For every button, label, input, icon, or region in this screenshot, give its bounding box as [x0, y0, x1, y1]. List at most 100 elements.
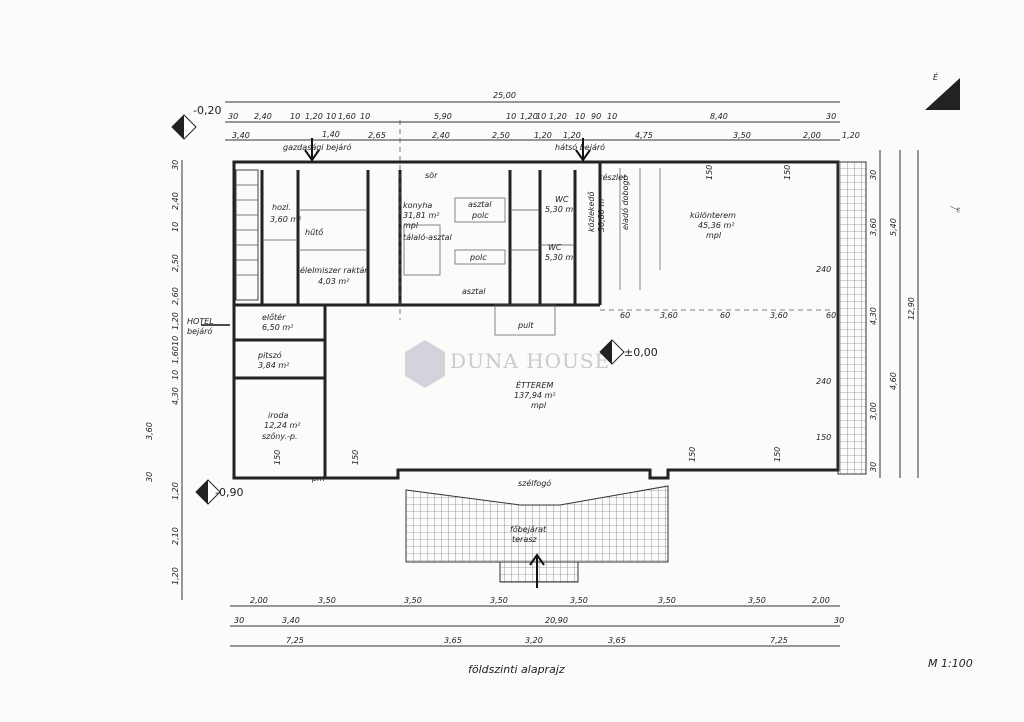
- dim-top1-6: 10: [360, 112, 370, 121]
- signature-mark: ᛦ: [948, 205, 962, 214]
- north-label: É: [933, 71, 939, 82]
- room-konyha-sub: mpl: [403, 221, 419, 230]
- dim-left-4: 2,60: [171, 287, 180, 305]
- dim-top1-8: 10: [506, 112, 516, 121]
- dim-left-13: 2,10: [171, 527, 180, 545]
- room-kulonterem-name: különterem: [690, 211, 736, 220]
- label-sor: sör: [425, 171, 438, 180]
- room-etterem-name: ÉTTEREM: [516, 379, 553, 390]
- room-hutes-name: hűtő: [305, 228, 323, 237]
- watermark: DUNA HOUSE: [405, 340, 610, 388]
- dim-left-2: 10: [171, 222, 180, 232]
- dim-bot2-2: 20,90: [545, 616, 568, 625]
- dim-left-14: 1,20: [171, 567, 180, 585]
- dim-top2-2: 2,65: [368, 131, 386, 140]
- east-terrace: [837, 161, 867, 475]
- dim-top1-11: 1,20: [549, 112, 567, 121]
- room-kulonterem-sub: mpl: [706, 231, 722, 240]
- room-kozlekedo: közlekedő: [587, 191, 596, 232]
- bottom-dimensions: 2,00 3,50 3,50 3,50 3,50 3,50 3,50 2,00 …: [230, 596, 844, 647]
- dim-inner-60-a: 60: [620, 311, 630, 320]
- label-szelfogo: szélfogó: [518, 478, 551, 488]
- dim-bot1-5: 3,50: [658, 596, 676, 605]
- dim-left-10: 3,60: [145, 422, 154, 440]
- dim-top1-1: 2,40: [254, 112, 272, 121]
- label-terasz: terasz: [512, 535, 537, 544]
- dim-bot2-1: 3,40: [282, 616, 300, 625]
- dim-inner-360-b: 3,60: [770, 311, 788, 320]
- building-walls: [232, 120, 840, 480]
- serving-table: [403, 224, 441, 276]
- dim-top1-4: 10: [326, 112, 336, 121]
- level-marker-top: -0,20: [171, 104, 221, 140]
- dim-bot1-3: 3,50: [490, 596, 508, 605]
- dim-top1-14: 10: [607, 112, 617, 121]
- dim-left-0: 30: [171, 160, 180, 170]
- room-konyha-extra: tálaló-asztal: [403, 232, 452, 242]
- label-fobejarat: főbejárat: [510, 525, 547, 534]
- west-stairs: [235, 169, 259, 301]
- room-kozlekedo-area: 30,80 m²: [597, 195, 606, 232]
- dim-bot1-2: 3,50: [404, 596, 422, 605]
- dim-top1-12: 10: [575, 112, 585, 121]
- dim-right1-1: 3,60: [869, 218, 878, 236]
- dim-top2-6: 1,20: [563, 131, 581, 140]
- room-konyha-area: 31,81 m²: [403, 211, 440, 220]
- dim-inner-150-c: 150: [816, 433, 831, 442]
- dim-bot3-4: 7,25: [770, 636, 788, 645]
- dim-left-3: 2,50: [171, 254, 180, 272]
- label-pult: pult: [517, 321, 534, 330]
- room-etterem-area: 137,94 m²: [514, 391, 556, 400]
- watermark-text: DUNA HOUSE: [450, 349, 610, 373]
- dim-left-11: 30: [145, 472, 154, 482]
- level-top-label: -0,20: [193, 104, 221, 117]
- dim-top1-5: 1,60: [338, 112, 356, 121]
- drawing-title: földszinti alaprajz: [468, 663, 565, 676]
- label-hatso-bejaro: hátsó bejáró: [555, 142, 605, 152]
- room-kulonterem-area: 45,36 m²: [698, 221, 735, 230]
- dim-right1-0: 30: [869, 170, 878, 180]
- dim-inner-360-a: 3,60: [660, 311, 678, 320]
- south-terrace: [405, 485, 669, 583]
- dim-right1-3: 3,00: [869, 402, 878, 420]
- dim-bot3-1: 3,65: [444, 636, 462, 645]
- room-elelmiszer-name: élelmiszer raktár: [300, 265, 368, 275]
- dim-left-5: 1,20: [171, 312, 180, 330]
- dim-left-12: 1,20: [171, 482, 180, 500]
- room-pitszo-name: pitszó: [257, 350, 282, 360]
- dim-right-total: 12,90: [907, 297, 916, 320]
- dim-bot2-0: 30: [234, 616, 244, 625]
- room-iroda-sub: szőny.-p.: [262, 432, 298, 441]
- dim-inner-60-b: 60: [720, 311, 730, 320]
- dim-top1-13: 90: [591, 112, 601, 121]
- label-hotel-bejaro: bejáró: [187, 326, 212, 336]
- dim-inner-150-g: 150: [273, 450, 282, 465]
- dim-bot1-6: 3,50: [748, 596, 766, 605]
- dim-top2-1: 1,40: [322, 130, 340, 139]
- dim-left-9: 4,30: [171, 387, 180, 405]
- level-marker-center: ±0,00: [599, 339, 658, 365]
- dim-top2-5: 1,20: [534, 131, 552, 140]
- room-eloter-name: előtér: [262, 312, 286, 322]
- level-center-label: ±0,00: [624, 346, 658, 359]
- dim-top1-0: 30: [228, 112, 238, 121]
- dim-right2-1: 4,60: [889, 372, 898, 390]
- dim-left-6: 10: [171, 336, 180, 346]
- kitchen-table-1: [454, 197, 506, 223]
- dim-top2-3: 2,40: [432, 131, 450, 140]
- north-arrow: É: [925, 71, 960, 110]
- dim-inner-240-a: 240: [816, 265, 831, 274]
- label-polc-2: polc: [469, 253, 487, 262]
- dim-inner-150-f: 150: [351, 450, 360, 465]
- dim-inner-150-b: 150: [783, 165, 792, 180]
- dim-top1-15: 8,40: [710, 112, 728, 121]
- dim-top2-4: 2,50: [492, 131, 510, 140]
- label-keszlet: készlet: [598, 172, 627, 182]
- dim-left-1: 2,40: [171, 192, 180, 210]
- dim-bot1-4: 3,50: [570, 596, 588, 605]
- dim-inner-240-b: 240: [816, 377, 831, 386]
- level-left-label: -0,90: [215, 486, 243, 499]
- bar-counter: [494, 304, 556, 336]
- room-etterem: ÉTTEREM 137,94 m² mpl: [514, 379, 556, 410]
